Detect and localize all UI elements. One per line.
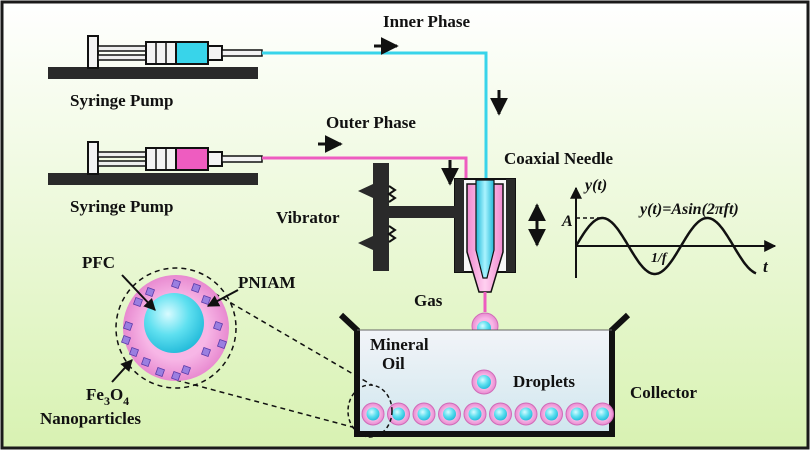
settled-droplet-core xyxy=(570,407,584,421)
syringe-pump-label-top: Syringe Pump xyxy=(70,91,173,110)
pfc-label: PFC xyxy=(82,253,115,272)
plunger-plate-bottom xyxy=(87,141,99,175)
nanoparticle xyxy=(121,335,131,345)
droplet-detail xyxy=(111,267,393,438)
inner-needle xyxy=(475,179,495,279)
nanoparticle xyxy=(213,321,223,331)
zoom-circle xyxy=(115,267,237,389)
vibrator-arm xyxy=(389,206,455,218)
settled-droplet-core xyxy=(596,407,609,421)
vibrator-label: Vibrator xyxy=(276,208,340,227)
plot-ylabel: y(t) xyxy=(583,177,607,194)
falling-droplet xyxy=(471,369,497,395)
collector-vessel xyxy=(338,312,631,437)
fe3o4-pointer xyxy=(111,359,133,383)
zoom-line-bottom xyxy=(175,379,357,429)
droplets-label: Droplets xyxy=(513,372,575,391)
settled-droplet-core xyxy=(443,407,456,421)
nanoparticle xyxy=(129,347,139,357)
pump-base-bottom xyxy=(48,173,258,185)
nanoparticle xyxy=(133,297,143,307)
pump-base-top xyxy=(48,67,258,79)
nanoparticle xyxy=(155,367,165,377)
inner-phase-tube xyxy=(262,51,488,180)
sine-equation: y(t)=Asin(2πft) xyxy=(638,201,739,218)
settled-droplet-core xyxy=(392,407,405,421)
amplitude-label: A xyxy=(561,213,573,230)
syringe-pump-label-bottom: Syringe Pump xyxy=(70,197,173,216)
settled-droplet-core xyxy=(494,407,507,421)
coaxial-needle-label: Coaxial Needle xyxy=(504,149,614,168)
vibrator xyxy=(358,163,455,271)
collector xyxy=(338,312,631,437)
collector-label: Collector xyxy=(630,383,697,402)
pniam-label: PNIAM xyxy=(238,273,296,292)
mineral-oil-label-line2: Oil xyxy=(382,354,405,373)
nanoparticle xyxy=(201,347,211,357)
period-label: 1/f xyxy=(651,251,668,266)
settled-droplets xyxy=(361,402,614,426)
plunger-plate-top xyxy=(87,35,99,69)
nanoparticles-label: Nanoparticles xyxy=(40,409,141,428)
settled-droplet-core xyxy=(468,407,482,421)
outer-phase-label: Outer Phase xyxy=(326,113,416,132)
settled-droplet-core xyxy=(545,407,558,421)
coaxial-needle xyxy=(454,178,516,340)
fe3o4-label: Fe3O4 xyxy=(86,385,129,408)
inner-phase-label: Inner Phase xyxy=(383,12,471,31)
pfc-core xyxy=(144,293,204,353)
sine-wave xyxy=(574,216,757,276)
gas-label: Gas xyxy=(414,291,443,310)
nanoparticle xyxy=(145,287,155,297)
nanoparticle xyxy=(123,321,133,331)
mineral-oil-label-line1: Mineral xyxy=(370,335,429,354)
pfc-pointer xyxy=(121,274,156,311)
pniam-pointer xyxy=(206,289,239,307)
nanoparticle xyxy=(171,279,181,289)
plot-xlabel: t xyxy=(763,257,769,276)
vibrator-body xyxy=(373,163,389,271)
nanoparticle xyxy=(191,283,201,293)
settled-droplet-core xyxy=(519,407,533,421)
zoom-source-circle xyxy=(347,384,393,438)
outer-phase-tube xyxy=(262,156,468,180)
syringe-pump-bottom: Syringe Pump xyxy=(48,141,263,216)
vibration-sine-plot: A y(t) t 1/f y(t)=Asin(2πft) xyxy=(561,177,777,278)
syringe-barrel-outer xyxy=(175,147,209,171)
nanoparticle xyxy=(171,371,181,381)
settled-droplet-core xyxy=(366,407,380,421)
nanoparticle xyxy=(141,357,151,367)
settled-droplet-core xyxy=(417,407,431,421)
zoom-line-top xyxy=(206,288,373,386)
fe3o4-nanoparticles xyxy=(121,279,227,381)
nanoparticle xyxy=(217,339,227,349)
syringe-barrel-inner xyxy=(175,41,209,65)
nanoparticle xyxy=(181,365,191,375)
